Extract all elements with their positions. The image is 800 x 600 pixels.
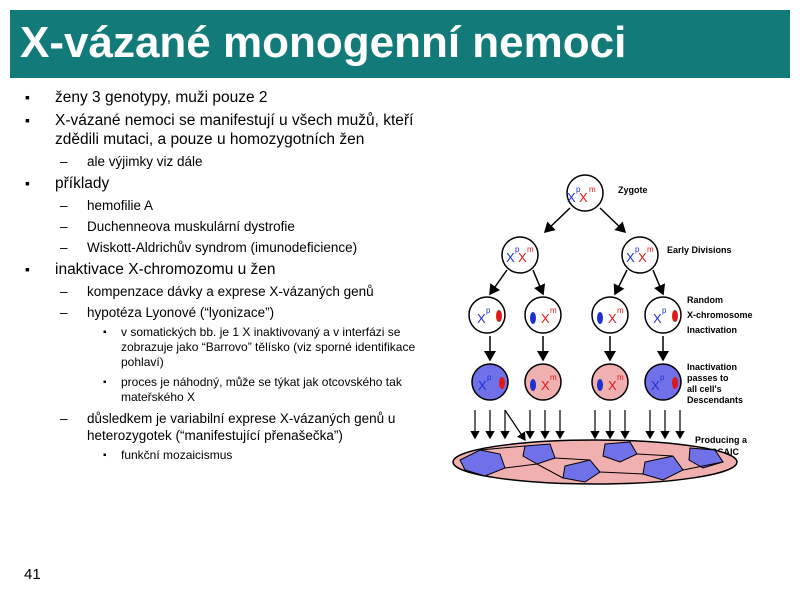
label-inact-4: Descendants	[687, 395, 743, 405]
svg-text:X: X	[608, 378, 617, 393]
svg-text:X: X	[477, 311, 486, 326]
bullet-item: inaktivace X-chromozomu u žen	[22, 260, 432, 279]
label-inact-1: Inactivation	[687, 362, 737, 372]
svg-text:X: X	[541, 378, 550, 393]
descendant-cell-4: X p	[644, 363, 682, 401]
svg-text:X: X	[651, 378, 660, 393]
svg-text:p: p	[576, 185, 581, 194]
label-inact-3: all cell's	[687, 384, 722, 394]
sub-bullet-item: kompenzace dávky a exprese X-vázaných ge…	[22, 283, 432, 300]
label-early-divisions: Early Divisions	[667, 245, 732, 255]
svg-text:X: X	[518, 250, 527, 265]
bullet-list: ženy 3 genotypy, muži pouze 2 X-vázané n…	[22, 88, 432, 468]
zygote-cell: X p X m	[566, 174, 604, 212]
early-cell-left: X p X m	[501, 236, 539, 274]
svg-text:m: m	[617, 373, 624, 382]
svg-text:m: m	[617, 306, 624, 315]
svg-text:p: p	[662, 306, 667, 315]
title-bar: X-vázané monogenní nemoci	[10, 10, 790, 78]
descendant-cell-3: X m	[591, 363, 629, 401]
label-inact-2: passes to	[687, 373, 729, 383]
sub-bullet-item: Duchenneova muskulární dystrofie	[22, 218, 432, 235]
svg-text:p: p	[635, 245, 640, 254]
random-cell-4: X p	[644, 296, 682, 334]
label-producing: Producing a	[695, 435, 748, 445]
svg-text:m: m	[647, 245, 654, 254]
svg-text:m: m	[589, 185, 596, 194]
random-cell-1: X p	[468, 296, 506, 334]
svg-text:m: m	[550, 306, 557, 315]
svg-text:p: p	[487, 373, 492, 382]
sub-bullet-item: ale výjimky viz dále	[22, 153, 432, 170]
early-cell-right: X p X m	[621, 236, 659, 274]
svg-text:X: X	[506, 250, 515, 265]
svg-text:p: p	[486, 306, 491, 315]
svg-text:m: m	[527, 245, 534, 254]
svg-text:p: p	[515, 245, 520, 254]
mosaic-tissue	[452, 439, 738, 485]
random-cell-3: X m	[591, 296, 629, 334]
sub-bullet-item: hypotéza Lyonové (“lyonizace”)	[22, 304, 432, 321]
svg-text:X: X	[579, 190, 588, 205]
descendant-cell-2: X m	[524, 363, 562, 401]
label-random-1: Random	[687, 295, 723, 305]
sub-sub-bullet-item: v somatických bb. je 1 X inaktivovaný a …	[22, 325, 432, 370]
page-number: 41	[24, 566, 41, 583]
sub-bullet-item: hemofilie A	[22, 197, 432, 214]
sub-sub-bullet-item: proces je náhodný, může se týkat jak otc…	[22, 375, 432, 405]
descendant-cell-1: X p	[471, 363, 509, 401]
svg-text:X: X	[626, 250, 635, 265]
svg-text:m: m	[550, 373, 557, 382]
label-zygote: Zygote	[618, 185, 648, 195]
svg-text:X: X	[638, 250, 647, 265]
svg-text:X: X	[608, 311, 617, 326]
label-random-3: Inactivation	[687, 325, 737, 335]
sub-bullet-item: důsledkem je variabilní exprese X-vázaný…	[22, 410, 432, 444]
sub-sub-bullet-item: funkční mozaicismus	[22, 448, 432, 463]
svg-text:X: X	[567, 190, 576, 205]
mosaic-arrows	[470, 409, 685, 441]
slide-title: X-vázané monogenní nemoci	[20, 18, 627, 67]
bullet-item: ženy 3 genotypy, muži pouze 2	[22, 88, 432, 107]
svg-text:X: X	[478, 378, 487, 393]
svg-text:X: X	[541, 311, 550, 326]
bullet-item: příklady	[22, 174, 432, 193]
x-inactivation-diagram: X p X m Zygote X p X m X p X m Early Div…	[452, 174, 753, 485]
svg-text:X: X	[653, 311, 662, 326]
sub-bullet-item: Wiskott-Aldrichův syndrom (imunodeficien…	[22, 239, 432, 256]
svg-text:p: p	[660, 373, 665, 382]
label-random-2: X-chromosome	[687, 310, 753, 320]
random-cell-2: X m	[524, 296, 562, 334]
bullet-item: X-vázané nemoci se manifestují u všech m…	[22, 111, 432, 149]
